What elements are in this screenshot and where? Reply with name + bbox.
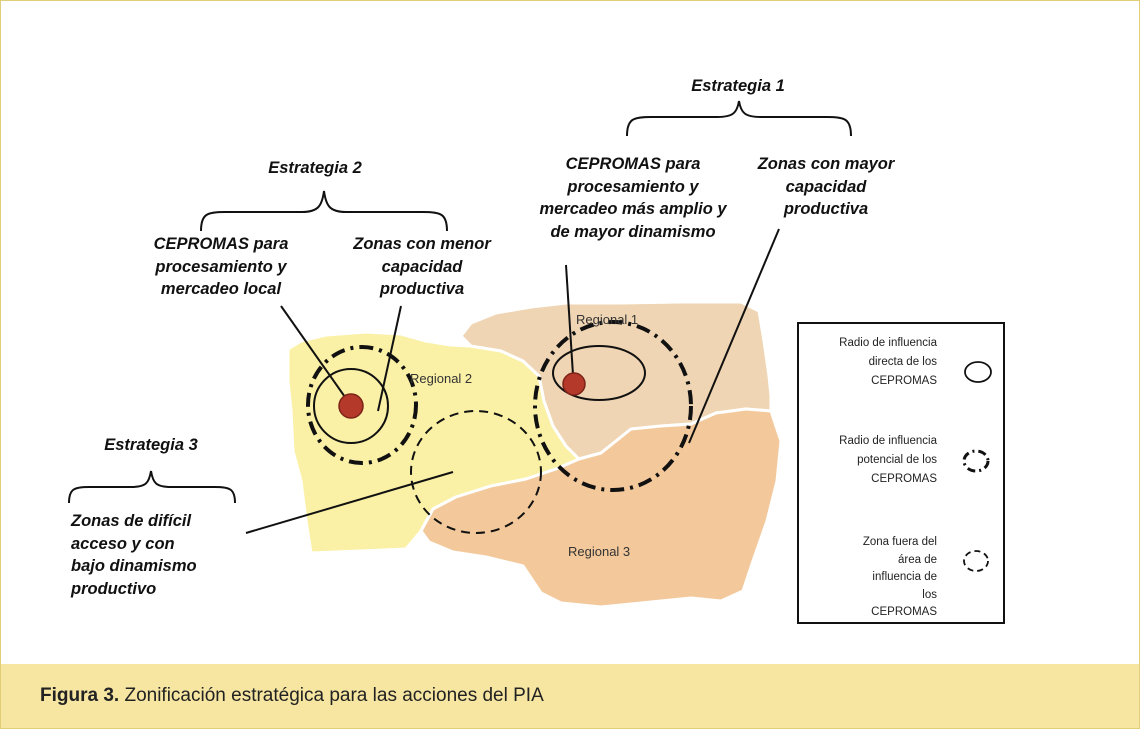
figure-caption: Figura 3. Zonificación estratégica para … bbox=[40, 664, 544, 728]
legend-label: Zona fuera del área de influencia de los… bbox=[862, 536, 937, 618]
legend-item-direct-radius: Radio de influencia directa de los CEPRO… bbox=[799, 334, 1003, 394]
leader-line-cepromas-local bbox=[280, 305, 346, 398]
strategy-1-zone-label: Zonas con mayor capacidad productiva bbox=[757, 155, 895, 218]
map-region-regional-3 bbox=[419, 407, 783, 609]
solid-ellipse-icon bbox=[964, 361, 992, 383]
legend-label: Radio de influencia directa de los CEPRO… bbox=[839, 337, 937, 387]
region-label-regional-1: Regional 1 bbox=[576, 312, 639, 327]
potential-influence-radius-regional-2 bbox=[306, 345, 418, 465]
leader-line-zonas-dificil bbox=[245, 471, 454, 534]
strategy-1-title: Estrategia 1 bbox=[691, 77, 785, 95]
dashed-ellipse-icon bbox=[963, 550, 989, 572]
leader-line-zonas-menor bbox=[377, 305, 402, 412]
strategy-2-cepromas-label: CEPROMAS para procesamiento y mercadeo l… bbox=[153, 235, 289, 298]
brace-estrategia-1 bbox=[626, 100, 852, 137]
leader-line-zonas-mayor bbox=[688, 228, 780, 444]
direct-influence-radius-regional-2 bbox=[313, 368, 389, 444]
direct-influence-radius-regional-1 bbox=[552, 345, 646, 401]
dash-dot-ellipse-icon bbox=[962, 449, 990, 473]
legend-item-potential-radius: Radio de influencia potencial de los CEP… bbox=[799, 432, 1003, 492]
caption-text: Zonificación estratégica para las accion… bbox=[124, 685, 544, 706]
strategy-2-title: Estrategia 2 bbox=[268, 159, 362, 177]
region-label-regional-2: Regional 2 bbox=[410, 371, 473, 386]
region-label-regional-3: Regional 3 bbox=[568, 544, 631, 559]
brace-estrategia-3 bbox=[68, 470, 236, 504]
outside-influence-zone bbox=[410, 410, 542, 534]
zoning-diagram bbox=[68, 100, 852, 609]
brace-estrategia-2 bbox=[200, 190, 448, 232]
potential-influence-radius-regional-1 bbox=[533, 320, 693, 492]
legend-box: Radio de influencia directa de los CEPRO… bbox=[797, 322, 1005, 624]
strategy-3-zone-label: Zonas de difícil acceso y con bajo dinam… bbox=[71, 512, 197, 598]
strategy-3-title: Estrategia 3 bbox=[104, 436, 198, 454]
caption-label: Figura 3. bbox=[40, 685, 120, 706]
legend-item-outside-zone: Zona fuera del área de influencia de los… bbox=[799, 534, 1003, 624]
strategy-1-cepromas-label: CEPROMAS para procesamiento y mercadeo m… bbox=[539, 155, 727, 241]
cepromas-dot-regional-2 bbox=[338, 393, 364, 419]
cepromas-dot-regional-1 bbox=[562, 372, 586, 396]
legend-label: Radio de influencia potencial de los CEP… bbox=[839, 435, 937, 485]
leader-line-cepromas-amplio bbox=[565, 264, 574, 376]
strategy-2-zone-label: Zonas con menor capacidad productiva bbox=[353, 235, 491, 298]
figure-caption-bar: Figura 3. Zonificación estratégica para … bbox=[1, 664, 1139, 728]
